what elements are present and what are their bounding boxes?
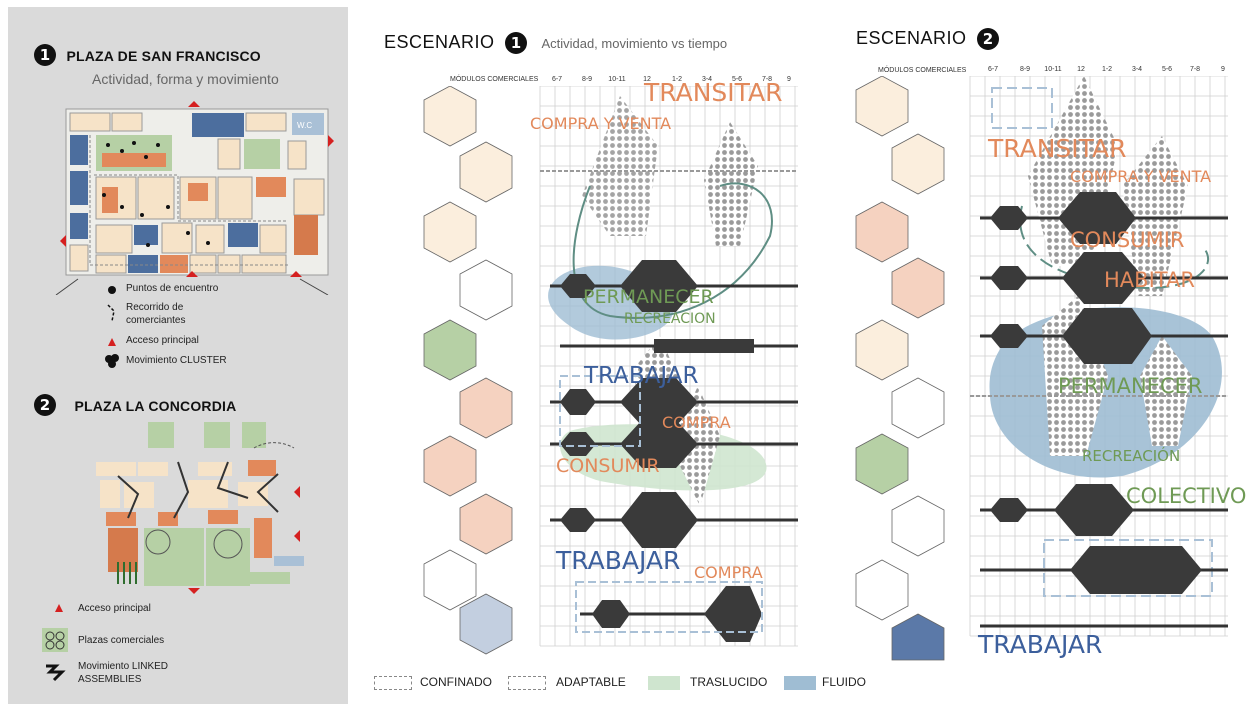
time-tick: 10-11 (1044, 66, 1062, 73)
scenario2-diagram (855, 76, 1228, 661)
time-tick: 5-6 (1161, 66, 1173, 73)
traslucido-swatch (648, 676, 680, 690)
scenario2-header: ESCENARIO 2 (856, 28, 999, 50)
plaza1-map: W.C (38, 95, 338, 295)
scenario1-number: 1 (504, 32, 527, 54)
activity-label: COMPRA Y VENTA (1070, 167, 1212, 186)
scenario1-header: ESCENARIO 1 Actividad, movimiento vs tie… (384, 32, 727, 54)
scenario2-time-axis: 6-7 8-9 10-11 12 1-2 3-4 5-6 7-8 9 (978, 66, 1238, 76)
plaza1-title: PLAZA DE SAN FRANCISCO (66, 47, 261, 64)
fluido-swatch (784, 676, 816, 690)
time-tick: 1-2 (671, 76, 683, 83)
legend2-item: Movimiento LINKED ASSEMBLIES (38, 658, 298, 688)
plaza1-header: 1 PLAZA DE SAN FRANCISCO (34, 44, 261, 66)
legend1: Puntos de encuentro Recorrido de comerci… (104, 283, 304, 369)
time-tick: 8-9 (581, 76, 593, 83)
scenario1-subtitle: Actividad, movimiento vs tiempo (541, 36, 728, 51)
activity-label: TRABAJAR (556, 546, 681, 575)
legend-label: FLUIDO (822, 675, 867, 689)
dot-icon (108, 286, 116, 294)
activity-label: TRABAJAR (584, 363, 699, 389)
legend2: Acceso principal Plazas comerciales Movi… (38, 602, 298, 688)
time-tick: 3-4 (701, 76, 713, 83)
legend2-item: Acceso principal (38, 602, 298, 618)
activity-label: PERMANECER (583, 286, 714, 308)
confinado-swatch (374, 676, 412, 690)
wc-label: W.C (297, 121, 312, 130)
plaza2-title: PLAZA LA CONCORDIA (74, 397, 237, 414)
plaza1-number: 1 (34, 44, 56, 66)
time-tick: 7-8 (1189, 66, 1201, 73)
time-tick: 9 (1221, 66, 1225, 73)
scenario1-axis-label: MÓDULOS COMERCIALES (450, 76, 539, 83)
activity-label: HABITAR (1104, 268, 1195, 292)
bottom-legend: CONFINADO ADAPTABLE TRASLUCIDO FLUIDO (374, 674, 894, 694)
circles-icon (42, 628, 68, 652)
legend1-item: Acceso principal (104, 335, 304, 351)
activity-label: PERMANECER (1058, 374, 1203, 398)
scenario1-modules (423, 86, 513, 655)
activity-label: CONSUMIR (1070, 228, 1185, 252)
zigzag-icon (46, 664, 66, 682)
cluster-icon (105, 354, 119, 368)
plaza2-header: 2 PLAZA LA CONCORDIA (34, 394, 236, 416)
activity-label: COLECTIVO (1126, 484, 1247, 508)
legend-label: CONFINADO (420, 675, 492, 689)
legend1-item: Recorrido de comerciantes (104, 301, 304, 331)
triangle-icon (108, 338, 116, 346)
activity-label: TRANSITAR (644, 78, 783, 107)
scenario2-axis-label: MÓDULOS COMERCIALES (878, 67, 967, 74)
activity-label: RECREACIÓN (1082, 447, 1181, 465)
time-tick: 6-7 (987, 66, 999, 73)
plaza2-number: 2 (34, 394, 56, 416)
scenario2-title: ESCENARIO (856, 28, 967, 48)
time-tick: 10-11 (608, 76, 626, 83)
scenario2-modules (855, 76, 945, 661)
dashed-path-icon (107, 304, 115, 322)
activity-label: COMPRA (694, 563, 763, 582)
legend2-item: Plazas comerciales (38, 628, 298, 654)
activity-label: RECREACION (624, 311, 716, 327)
scenario1-title: ESCENARIO (384, 32, 495, 52)
time-tick: 5-6 (731, 76, 743, 83)
activity-label: CONSUMIR (556, 455, 660, 477)
plaza1-subtitle: Actividad, forma y movimiento (92, 71, 279, 87)
activity-label: TRANSITAR (988, 134, 1127, 163)
scenario1-time-axis: 6-7 8-9 10-11 12 1-2 3-4 5-6 7-8 9 (538, 76, 798, 86)
time-tick: 12 (1077, 66, 1085, 73)
time-tick: 1-2 (1101, 66, 1113, 73)
time-tick: 8-9 (1019, 66, 1031, 73)
time-tick: 12 (643, 76, 651, 83)
adaptable-swatch (508, 676, 546, 690)
scenario1-diagram (423, 86, 798, 655)
legend1-item: Movimiento CLUSTER (104, 353, 304, 369)
triangle-icon (55, 604, 63, 612)
scenario2-number: 2 (976, 28, 999, 50)
activity-label: COMPRA Y VENTA (530, 114, 672, 133)
legend-label: ADAPTABLE (556, 675, 626, 689)
left-panel: 1 PLAZA DE SAN FRANCISCO Actividad, form… (8, 7, 348, 704)
time-tick: 7-8 (761, 76, 773, 83)
activity-label: TRABAJAR (978, 630, 1103, 659)
time-tick: 3-4 (1131, 66, 1143, 73)
plaza2-map (96, 422, 304, 594)
time-tick: 9 (787, 76, 791, 83)
legend-label: TRASLUCIDO (690, 675, 768, 689)
time-tick: 6-7 (551, 76, 563, 83)
legend1-item: Puntos de encuentro (104, 283, 304, 297)
activity-label: COMPRA (662, 413, 731, 432)
